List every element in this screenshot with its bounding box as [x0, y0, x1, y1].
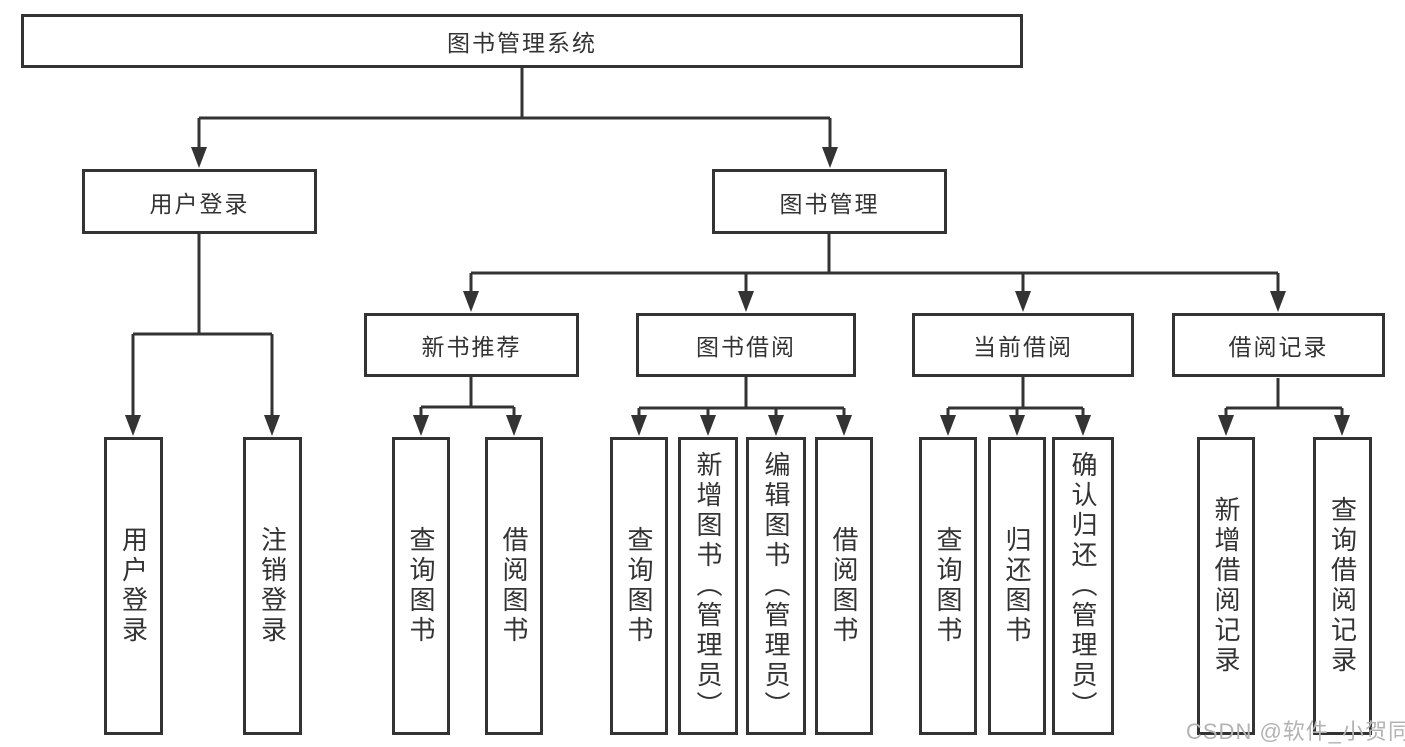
leaf-query-books-recommend: 查询图书 — [392, 437, 450, 735]
node-book-management: 图书管理 — [712, 169, 947, 234]
leaf-user-login: 用户登录 — [104, 437, 163, 735]
leaf-add-books-admin: 新增图书（管理员） — [678, 437, 738, 735]
leaf-return-books: 归还图书 — [988, 437, 1046, 735]
node-new-book-recommend: 新书推荐 — [364, 313, 579, 377]
node-root-library-management-system: 图书管理系统 — [21, 14, 1023, 68]
node-user-login: 用户登录 — [82, 169, 317, 234]
leaf-edit-books-admin: 编辑图书（管理员） — [746, 437, 806, 735]
leaf-confirm-return-admin: 确认归还（管理员） — [1052, 437, 1114, 735]
leaf-borrow-books-recommend: 借阅图书 — [485, 437, 543, 735]
leaf-borrow-books: 借阅图书 — [815, 437, 873, 735]
node-book-borrowing: 图书借阅 — [636, 313, 856, 377]
leaf-query-books-current: 查询图书 — [919, 437, 977, 735]
leaf-query-borrow-record: 查询借阅记录 — [1313, 437, 1372, 735]
leaf-logout: 注销登录 — [243, 437, 302, 735]
node-current-borrowing: 当前借阅 — [912, 313, 1134, 377]
node-borrowing-records: 借阅记录 — [1172, 313, 1385, 377]
leaf-add-borrow-record: 新增借阅记录 — [1197, 437, 1255, 735]
leaf-query-books-borrowing: 查询图书 — [610, 437, 668, 735]
csdn-watermark: CSDN @软件_小贺同学 — [1186, 719, 1405, 744]
